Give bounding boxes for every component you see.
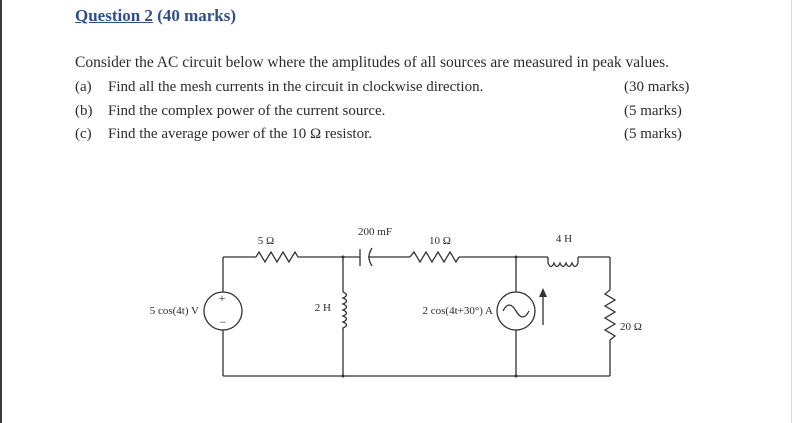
part-a: (a) Find all the mesh currents in the cir… xyxy=(75,79,483,96)
part-c: (c) Find the average power of the 10 Ω re… xyxy=(75,126,372,143)
node-bottom-2h xyxy=(341,374,345,378)
part-a-label: (a) xyxy=(75,79,92,95)
part-a-marks: (30 marks) xyxy=(624,79,690,95)
page-left-edge xyxy=(0,0,2,423)
page-right-edge xyxy=(791,0,792,423)
label-voltage-source: 5 cos(4t) V xyxy=(150,305,199,317)
label-resistor-20: 20 Ω xyxy=(620,321,642,333)
label-inductor-2h: 2 H xyxy=(315,302,331,314)
part-b-text: Find the complex power of the current so… xyxy=(108,103,386,119)
resistor-10-ohm xyxy=(409,250,460,264)
question-label: Question 2 xyxy=(75,6,153,25)
label-inductor-4h: 4 H xyxy=(556,233,572,245)
part-a-text: Find all the mesh currents in the circui… xyxy=(108,79,484,95)
inductor-4h xyxy=(547,257,579,268)
question-intro: Consider the AC circuit below where the … xyxy=(75,54,669,71)
current-arrow-head xyxy=(539,288,547,297)
resistor-5-ohm xyxy=(255,250,299,264)
voltage-minus-sign: − xyxy=(220,315,227,329)
label-resistor-5: 5 Ω xyxy=(258,235,274,247)
resistor-20-ohm xyxy=(603,289,617,341)
voltage-plus-sign: + xyxy=(219,291,226,305)
question-marks-total: (40 marks) xyxy=(157,6,237,25)
part-c-marks: (5 marks) xyxy=(624,126,682,142)
node-top-2h xyxy=(341,255,345,259)
inductor-2h xyxy=(341,291,348,330)
label-current-source: 2 cos(4t+30°) A xyxy=(423,305,494,317)
part-b-marks: (5 marks) xyxy=(624,103,682,119)
question-heading: Question 2 (40 marks) xyxy=(75,6,236,26)
label-resistor-10: 10 Ω xyxy=(429,235,451,247)
sine-icon xyxy=(502,304,530,318)
part-c-label: (c) xyxy=(75,126,92,142)
node-bottom-current xyxy=(514,374,518,378)
node-top-current xyxy=(514,255,518,259)
label-capacitor: 200 mF xyxy=(358,226,392,238)
part-b: (b) Find the complex power of the current… xyxy=(75,103,385,120)
part-c-text: Find the average power of the 10 Ω resis… xyxy=(108,126,372,142)
part-b-label: (b) xyxy=(75,103,93,119)
